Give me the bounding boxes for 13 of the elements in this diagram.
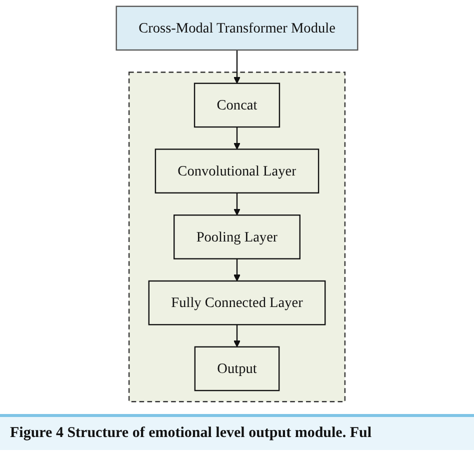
arrow bbox=[234, 258, 240, 282]
node-box: Cross-Modal Transformer Module bbox=[116, 6, 358, 51]
arrow bbox=[234, 192, 240, 216]
node-box: Fully Connected Layer bbox=[148, 280, 326, 326]
node-box: Concat bbox=[194, 82, 280, 128]
node-box: Pooling Layer bbox=[174, 214, 300, 260]
arrow bbox=[234, 127, 240, 150]
cluster bbox=[128, 72, 346, 402]
node-box: Output bbox=[194, 346, 280, 392]
figure-caption: Figure 4 Structure of emotional level output module. Ful bbox=[0, 414, 474, 450]
arrow bbox=[234, 50, 240, 84]
node-box: Convolutional Layer bbox=[154, 148, 320, 194]
arrow bbox=[234, 324, 240, 348]
